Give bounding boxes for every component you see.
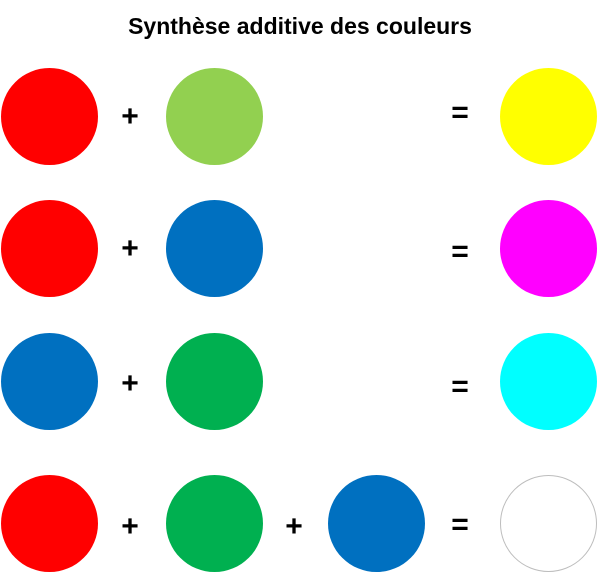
light-green-circle xyxy=(166,68,263,165)
equals-sign: = xyxy=(451,96,469,129)
cyan-circle xyxy=(500,333,597,430)
white-circle xyxy=(500,475,597,572)
blue-circle xyxy=(166,200,263,297)
yellow-circle xyxy=(500,68,597,165)
plus-sign: + xyxy=(285,510,303,543)
magenta-circle xyxy=(500,200,597,297)
blue-circle xyxy=(1,333,98,430)
blue-circle xyxy=(328,475,425,572)
plus-sign: + xyxy=(121,510,139,543)
green-circle xyxy=(166,475,263,572)
red-circle xyxy=(1,200,98,297)
equals-sign: = xyxy=(451,508,469,541)
red-circle xyxy=(1,68,98,165)
equals-sign: = xyxy=(451,370,469,403)
red-circle xyxy=(1,475,98,572)
plus-sign: + xyxy=(121,100,139,133)
plus-sign: + xyxy=(121,232,139,265)
green-circle xyxy=(166,333,263,430)
diagram-title: Synthèse additive des couleurs xyxy=(128,13,472,39)
plus-sign: + xyxy=(121,367,139,400)
equals-sign: = xyxy=(451,235,469,268)
